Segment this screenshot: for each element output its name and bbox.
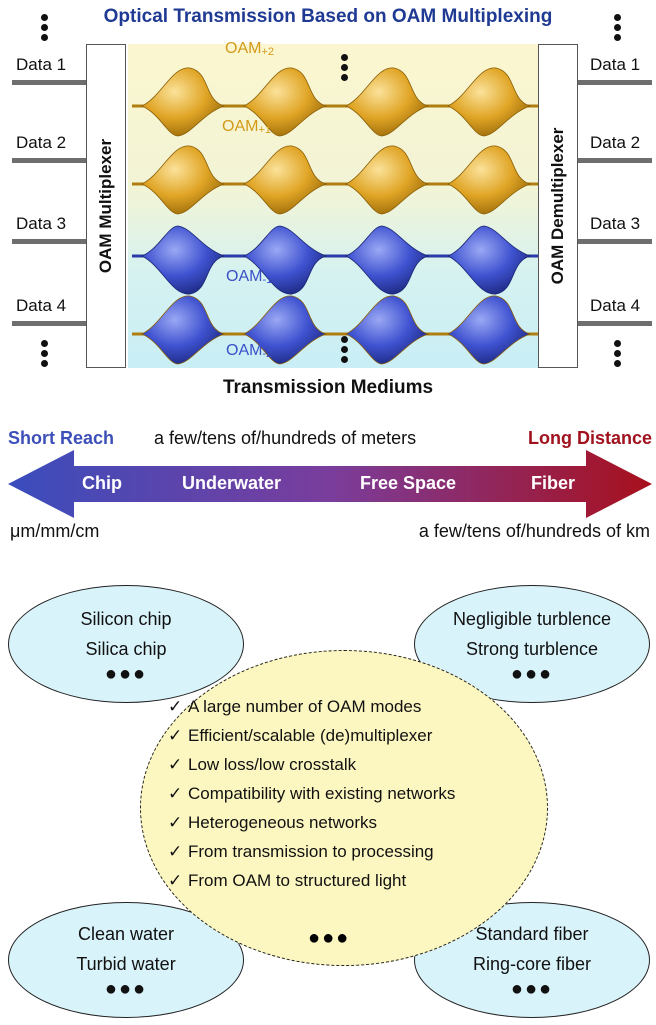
mode-label-oam-plus1: OAM+1 <box>222 118 271 136</box>
check-item: ✓Low loss/low crosstalk <box>168 750 455 779</box>
input-data-4: Data 4 <box>16 296 67 315</box>
check-item: ✓Heterogeneous networks <box>168 808 455 837</box>
input-data-2: Data 2 <box>16 133 67 152</box>
vertical-ellipsis-center-top <box>341 54 349 84</box>
vertical-ellipsis-top-left <box>41 14 49 44</box>
check-item: ✓A large number of OAM modes <box>168 692 455 721</box>
long-distance-units: a few/tens of/hundreds of km <box>418 521 650 541</box>
input-data-3: Data 3 <box>16 214 67 233</box>
checkmark-icon: ✓ <box>168 784 183 803</box>
check-item: ✓Compatibility with existing networks <box>168 779 455 808</box>
oam-beams <box>132 67 538 365</box>
long-distance-label: Long Distance <box>527 428 652 448</box>
check-item: ✓Efficient/scalable (de)multiplexer <box>168 721 455 750</box>
checkmark-icon: ✓ <box>168 755 183 774</box>
feature-checklist: ✓A large number of OAM modes ✓Efficient/… <box>168 692 455 895</box>
output-data-3: Data 3 <box>590 214 641 233</box>
arrow-label-chip: Chip <box>82 473 122 493</box>
ellipse-chip: Silicon chip Silica chip ●●● <box>8 585 244 703</box>
output-line-4 <box>578 321 652 326</box>
beam-oam-plus2 <box>132 67 538 137</box>
free-space-ellipsis: ●●● <box>510 663 554 685</box>
chip-type-1: Silicon chip <box>80 609 172 629</box>
checkmark-icon: ✓ <box>168 871 183 890</box>
beam-oam-plus1 <box>132 145 538 215</box>
input-line-2 <box>12 158 86 163</box>
output-line-2 <box>578 158 652 163</box>
output-data-2: Data 2 <box>590 133 641 152</box>
central-ellipsis: ●●● <box>308 927 351 949</box>
vertical-ellipsis-bottom-right <box>614 340 622 370</box>
free-space-type-2: Strong turblence <box>465 639 599 659</box>
fiber-type-2: Ring-core fiber <box>472 954 592 974</box>
figure-title: Optical Transmission Based on OAM Multip… <box>103 6 553 27</box>
checkmark-icon: ✓ <box>168 726 183 745</box>
checkmark-icon: ✓ <box>168 813 183 832</box>
arrow-label-underwater: Underwater <box>182 473 282 493</box>
multiplexer-label: OAM Multiplexer <box>96 138 115 274</box>
arrow-label-free-space: Free Space <box>360 473 457 493</box>
input-line-1 <box>12 80 86 85</box>
vertical-ellipsis-center-bottom <box>341 336 349 366</box>
vertical-ellipsis-bottom-left <box>41 340 49 370</box>
arrow-label-fiber: Fiber <box>531 473 576 493</box>
oam-multiplexer: OAM Multiplexer <box>86 44 126 368</box>
input-line-4 <box>12 321 86 326</box>
beam-oam-minus1 <box>132 225 538 295</box>
transmission-mediums-title: Transmission Mediums <box>222 377 434 398</box>
fiber-ellipsis: ●●● <box>510 978 554 1000</box>
beam-oam-minus2 <box>132 295 538 365</box>
check-item: ✓From OAM to structured light <box>168 866 455 895</box>
mode-label-oam-minus2: OAM-2 <box>226 342 273 360</box>
demultiplexer-label: OAM Demultiplexer <box>548 127 567 285</box>
output-data-4: Data 4 <box>590 296 641 315</box>
reach-arrow <box>8 450 652 518</box>
short-reach-units: μm/mm/cm <box>10 521 100 541</box>
checkmark-icon: ✓ <box>168 842 183 861</box>
central-features-ellipse <box>140 650 548 966</box>
fiber-type-1: Standard fiber <box>475 924 589 944</box>
free-space-type-1: Negligible turblence <box>452 609 612 629</box>
check-item: ✓From transmission to processing <box>168 837 455 866</box>
oam-demultiplexer: OAM Demultiplexer <box>538 44 578 368</box>
vertical-ellipsis-top-right <box>614 14 622 44</box>
output-data-1: Data 1 <box>590 55 641 74</box>
input-data-1: Data 1 <box>16 55 67 74</box>
chip-ellipsis: ●●● <box>104 663 148 685</box>
mode-label-oam-minus1: OAM-1 <box>226 268 273 286</box>
output-line-1 <box>578 80 652 85</box>
checkmark-icon: ✓ <box>168 697 183 716</box>
output-line-3 <box>578 239 652 244</box>
water-ellipsis: ●●● <box>104 978 148 1000</box>
mode-label-oam-plus2: OAM+2 <box>225 40 274 58</box>
water-type-2: Turbid water <box>76 954 176 974</box>
short-reach-label: Short Reach <box>8 428 115 448</box>
distance-meters-label: a few/tens of/hundreds of meters <box>154 428 417 448</box>
water-type-1: Clean water <box>77 924 175 944</box>
chip-type-2: Silica chip <box>85 639 167 659</box>
input-line-3 <box>12 239 86 244</box>
